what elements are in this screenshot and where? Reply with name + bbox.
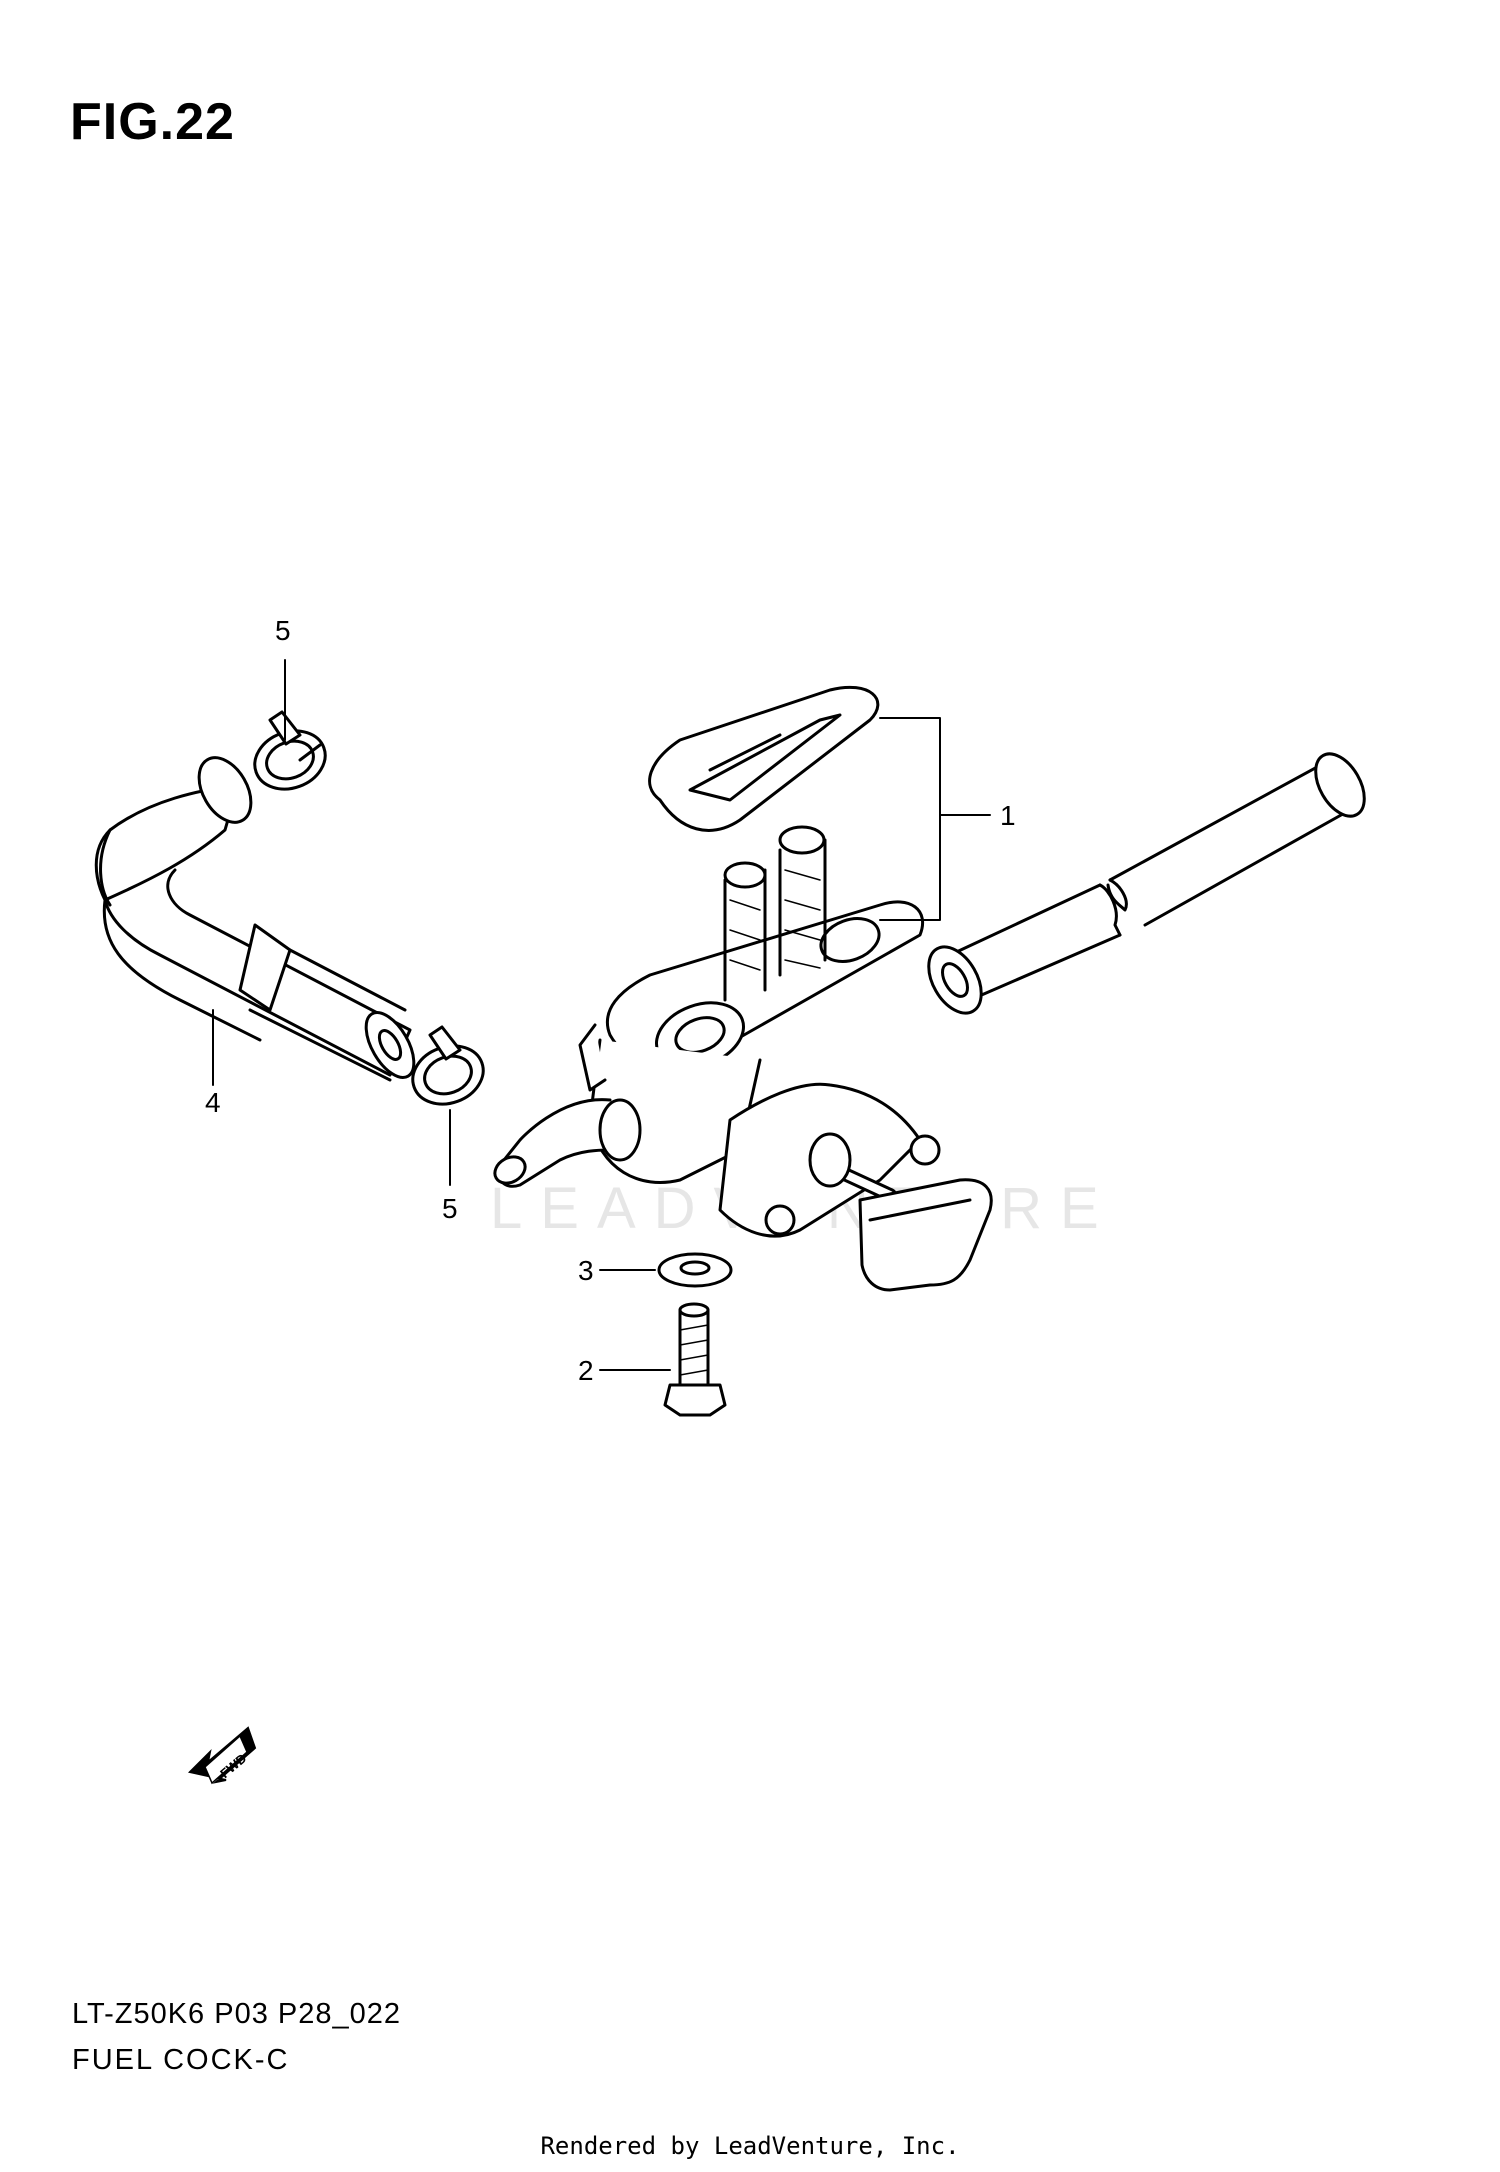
callout-3: 3 [578, 1255, 594, 1286]
fuel-cock-assembly[interactable] [490, 825, 993, 1292]
leader-lines [212, 659, 991, 1371]
diagram-name: FUEL COCK-C [72, 2044, 290, 2076]
callout-1: 1 [1000, 800, 1016, 831]
bolt[interactable] [663, 1302, 727, 1417]
figure-title: FIG.22 [70, 93, 235, 151]
callout-5-bottom: 5 [442, 1193, 458, 1224]
washer[interactable] [657, 1252, 733, 1288]
hose-clamp-top[interactable] [247, 710, 334, 799]
fuel-hose-straight[interactable] [918, 746, 1374, 1023]
hose-clamp-bottom[interactable] [405, 1025, 492, 1114]
fuel-hose-elbow[interactable] [94, 749, 423, 1085]
footer-credit: Rendered by LeadVenture, Inc. [540, 2132, 960, 2160]
callout-2: 2 [578, 1355, 594, 1386]
fwd-arrow-icon: FWD [188, 1726, 257, 1785]
callout-5-top: 5 [275, 615, 291, 646]
callout-4: 4 [205, 1087, 221, 1118]
gasket[interactable] [648, 685, 880, 832]
diagram-code: LT-Z50K6 P03 P28_022 [72, 1998, 402, 2030]
